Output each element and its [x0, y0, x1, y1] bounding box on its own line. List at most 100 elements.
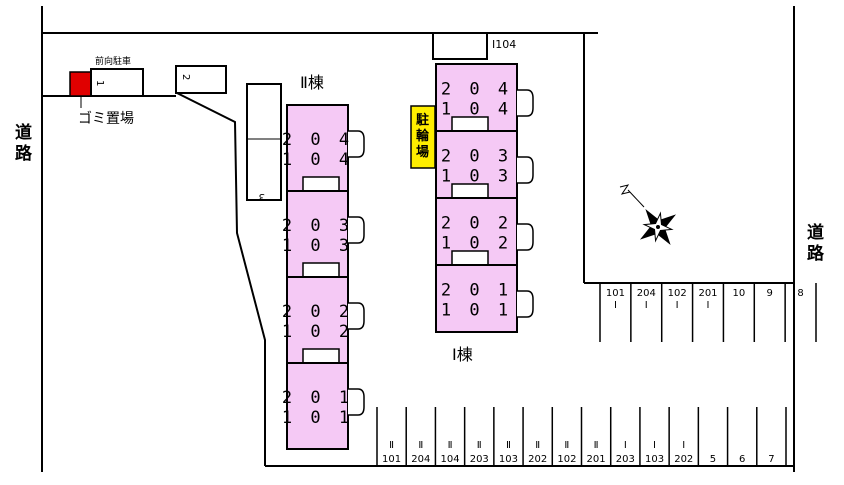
parking-space-building: Ⅱ — [389, 440, 394, 451]
parking-space-number: 202 — [528, 454, 547, 465]
svg-text:場: 場 — [416, 144, 429, 160]
building-2-unit-203-103: 2 0 31 0 3 — [282, 190, 365, 278]
site-boundary — [41, 6, 795, 472]
road-left-label: 道 路 — [15, 122, 33, 164]
parking-space-number: 201 — [587, 454, 606, 465]
lot-i104 — [432, 32, 488, 60]
bicycle-parking-label: 駐輪場 — [416, 112, 430, 160]
parking-space-number: 202 — [674, 454, 693, 465]
building-2-name: Ⅱ棟 — [300, 73, 324, 92]
parking-space-building: Ⅱ — [594, 440, 599, 451]
parking-space-building: Ⅱ — [506, 440, 511, 451]
parking-space-number: 203 — [470, 454, 489, 465]
parking-space-number: 103 — [645, 454, 664, 465]
parking-space: 10 — [732, 288, 745, 299]
lot-3 — [246, 83, 282, 201]
building-1-unit-upper: 2 0 4 — [441, 80, 512, 100]
parking-bottom-row: Ⅱ101Ⅱ204Ⅱ104Ⅱ203Ⅱ103Ⅱ202Ⅱ102Ⅱ201I203I103… — [376, 407, 787, 466]
parking-space: Ⅱ 201 — [587, 440, 606, 465]
building-2-unit-204-104: 2 0 41 0 4 — [282, 104, 365, 192]
building-2-unit-lower: 1 0 3 — [282, 236, 353, 256]
building-1-unit-201-101: 2 0 11 0 1 — [435, 264, 534, 333]
svg-text:路: 路 — [807, 243, 825, 264]
driveway-edge — [176, 92, 266, 466]
building-2-unit-upper: 2 0 1 — [282, 388, 353, 408]
parking-space-number: 9 — [767, 288, 773, 299]
building-2-unit-lower: 1 0 4 — [282, 150, 353, 170]
parking-space-building: I — [707, 300, 710, 311]
parking-space-number: 201 — [698, 288, 717, 299]
svg-text:輪: 輪 — [416, 128, 430, 144]
parking-space-number: 204 — [637, 288, 656, 299]
building-2-unit-201-101: 2 0 11 0 1 — [282, 362, 365, 450]
lot-3-label: 3 — [259, 191, 265, 202]
parking-space: 5 — [710, 454, 716, 465]
parking-space: Ⅱ 202 — [528, 440, 547, 465]
building-1-unit-lower: 1 0 1 — [441, 301, 512, 321]
lot-i104-label: I104 — [492, 38, 516, 51]
building-2-unit-lower: 1 0 1 — [282, 408, 353, 428]
parking-space: 8 — [797, 288, 803, 299]
svg-text:道: 道 — [15, 122, 32, 143]
svg-text:路: 路 — [15, 143, 33, 164]
building-2-unit-upper: 2 0 4 — [282, 130, 353, 150]
parking-space-number: 101 — [606, 288, 625, 299]
parking-space-building: I — [676, 300, 679, 311]
building-1: 2 0 41 0 42 0 31 0 32 0 21 0 22 0 11 0 1 — [435, 63, 534, 333]
parking-space: Ⅱ 102 — [557, 440, 576, 465]
building-1-unit-lower: 1 0 2 — [441, 234, 512, 254]
parking-space-number: 104 — [440, 454, 459, 465]
lot-1-label: 1 — [94, 80, 105, 86]
building-2-unit-upper: 2 0 2 — [282, 302, 353, 322]
building-1-unit-upper: 2 0 2 — [441, 214, 512, 234]
compass-icon — [619, 184, 677, 246]
parking-space-building: I — [653, 440, 656, 451]
building-1-unit-lower: 1 0 3 — [441, 167, 512, 187]
road-right-label: 道 路 — [807, 222, 825, 264]
parking-space-number: 6 — [739, 454, 745, 465]
parking-space: 6 — [739, 454, 745, 465]
parking-space-number: 10 — [732, 288, 745, 299]
parking-space-number: 103 — [499, 454, 518, 465]
parking-space: Ⅱ 103 — [499, 440, 518, 465]
parking-space-number: 102 — [557, 454, 576, 465]
parking-space-building: I — [614, 300, 617, 311]
parking-space-number: 102 — [668, 288, 687, 299]
building-2-unit-lower: 1 0 2 — [282, 322, 353, 342]
parking-space-building: I — [682, 440, 685, 451]
parking-space-building: Ⅱ — [448, 440, 453, 451]
lot-2 — [175, 65, 227, 94]
parking-space: Ⅱ 101 — [382, 440, 401, 465]
building-2: 2 0 41 0 42 0 31 0 32 0 21 0 22 0 11 0 1 — [282, 104, 365, 450]
lot-1 — [90, 68, 144, 97]
building-1-unit-202-102: 2 0 21 0 2 — [435, 197, 534, 266]
building-2-unit-202-102: 2 0 21 0 2 — [282, 276, 365, 364]
parking-space-building: Ⅱ — [564, 440, 569, 451]
parking-space: I 202 — [674, 440, 693, 465]
building-1-unit-204-104: 2 0 41 0 4 — [435, 63, 534, 132]
building-1-unit-upper: 2 0 1 — [441, 281, 512, 301]
parking-space-building: Ⅱ — [535, 440, 540, 451]
building-2-unit-upper: 2 0 3 — [282, 216, 353, 236]
front-parking-label: 前向駐車 — [95, 55, 131, 67]
svg-text:道: 道 — [807, 222, 824, 243]
parking-space-number: 7 — [768, 454, 774, 465]
parking-space-number: 204 — [411, 454, 430, 465]
parking-space: I 103 — [645, 440, 664, 465]
parking-space: 9 — [767, 288, 773, 299]
parking-space: Ⅱ 104 — [440, 440, 459, 465]
parking-space-number: 5 — [710, 454, 716, 465]
bicycle-parking — [410, 105, 436, 169]
building-1-unit-203-103: 2 0 31 0 3 — [435, 130, 534, 199]
parking-space-number: 8 — [797, 288, 803, 299]
parking-space-number: 101 — [382, 454, 401, 465]
parking-space-building: I — [624, 440, 627, 451]
